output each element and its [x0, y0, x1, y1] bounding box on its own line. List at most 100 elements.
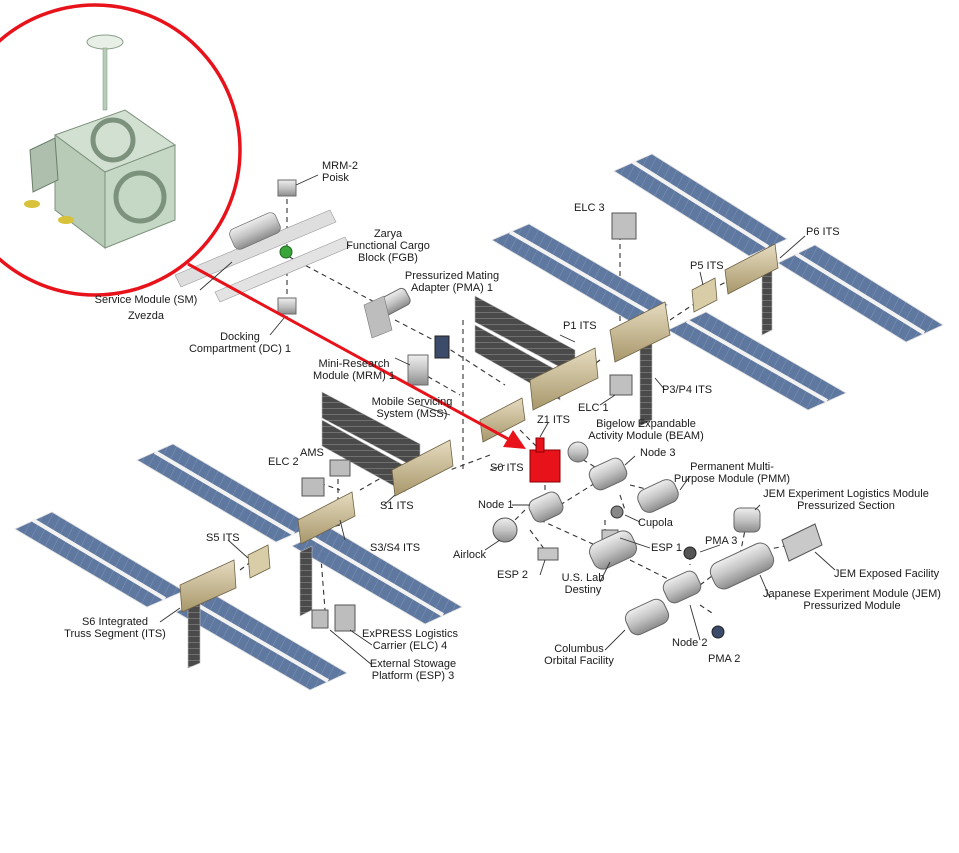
label-mrm1-line2: Module (MRM) 1: [313, 370, 395, 382]
label-cupola: Cupola: [638, 517, 673, 529]
label-p5-line1: P5 ITS: [690, 260, 724, 272]
label-s1: S1 ITS: [380, 500, 414, 512]
pma2-module: [711, 625, 725, 639]
label-columbus-line2: Orbital Facility: [544, 655, 614, 667]
label-sm-line1: Service Module (SM): [94, 294, 198, 306]
elc1-module: [609, 374, 633, 396]
label-mss: Mobile Servicing System (MSS): [372, 396, 453, 420]
columbus-module: [624, 598, 670, 636]
label-columbus-line1: Columbus: [554, 643, 604, 655]
label-esp2-line1: ESP 2: [497, 569, 528, 581]
label-uslab-line2: Destiny: [564, 584, 602, 596]
label-pma2: PMA 2: [708, 653, 740, 665]
label-s3s4: S3/S4 ITS: [370, 542, 420, 554]
label-dc1-line2: Compartment (DC) 1: [188, 343, 292, 355]
label-mrm2: MRM-2 Poisk: [322, 160, 358, 184]
label-node2: Node 2: [672, 637, 707, 649]
node3-module: [588, 457, 628, 491]
label-s5: S5 ITS: [206, 532, 240, 544]
label-node1-line1: Node 1: [478, 499, 514, 511]
label-jemels: JEM Experiment Logistics Module Pressuri…: [763, 488, 929, 512]
label-p5: P5 ITS: [690, 260, 724, 272]
label-jemef-line1: JEM Exposed Facility: [834, 568, 940, 580]
label-s6-line2: Truss Segment (ITS): [64, 628, 166, 640]
jem-els-module: [733, 507, 761, 533]
label-elc3-line1: ELC 3: [574, 202, 605, 214]
label-sm-line2: Zvezda: [127, 310, 165, 322]
label-z1-line1: Z1 ITS: [537, 414, 571, 426]
elc3-module: [611, 212, 637, 240]
cupola-module: [610, 505, 624, 519]
radiators: [187, 264, 773, 669]
label-elc4-line1: ExPRESS Logistics: [362, 628, 458, 640]
label-node3: Node 3: [640, 447, 675, 459]
label-elc3: ELC 3: [574, 202, 605, 214]
label-pma1: Pressurized Mating Adapter (PMA) 1: [405, 270, 499, 294]
label-pma2-line1: PMA 2: [708, 653, 741, 665]
label-esp2: ESP 2: [497, 569, 528, 581]
elc2-module: [301, 477, 325, 497]
label-mrm1-line1: Mini-Research: [318, 358, 390, 370]
label-ams: AMS: [300, 447, 324, 459]
label-zarya: Zarya Functional Cargo Block (FGB): [346, 228, 430, 264]
label-jemef: JEM Exposed Facility: [834, 568, 939, 580]
esp3-module: [311, 609, 329, 629]
label-s5-line1: S5 ITS: [206, 532, 240, 544]
label-elc2-line1: ELC 2: [268, 456, 299, 468]
label-mrm1: Mini-Research Module (MRM) 1: [313, 358, 395, 382]
label-pmm: Permanent Multi- Purpose Module (PMM): [674, 461, 790, 485]
label-esp1: ESP 1: [651, 542, 682, 554]
label-node2-line1: Node 2: [672, 637, 708, 649]
label-uslab-line1: U.S. Lab: [561, 572, 605, 584]
label-s0-line1: S0 ITS: [490, 462, 524, 474]
label-jempm-line1: Japanese Experiment Module (JEM): [763, 588, 941, 600]
label-zarya-line1: Zarya: [373, 228, 403, 240]
russian-segment: [174, 179, 450, 386]
label-s0: S0 ITS: [490, 462, 524, 474]
label-pma3: PMA 3: [705, 535, 737, 547]
label-esp3-line1: External Stowage: [369, 658, 457, 670]
label-beam-line1: Bigelow Expandable: [596, 418, 696, 430]
label-dc1-line1: Docking: [220, 331, 260, 343]
label-jempm-line2: Pressurized Module: [803, 600, 901, 612]
label-node3-line1: Node 3: [640, 447, 676, 459]
label-beam-line2: Activity Module (BEAM): [588, 430, 704, 442]
label-s6-line1: S6 Integrated: [81, 616, 149, 628]
airlock-module: [492, 517, 518, 543]
elc4-module: [334, 604, 356, 632]
label-p6: P6 ITS: [806, 226, 840, 238]
beam-module: [567, 441, 589, 463]
label-p1-line1: P1 ITS: [563, 320, 597, 332]
label-airlock: Airlock: [453, 549, 486, 561]
label-p3p4: P3/P4 ITS: [662, 384, 712, 396]
label-elc1: ELC 1: [578, 402, 609, 414]
ams-module: [329, 459, 351, 477]
label-mss-line2: System (MSS): [376, 408, 448, 420]
label-uslab: U.S. Lab Destiny: [562, 572, 605, 596]
label-pmm-line2: Purpose Module (PMM): [673, 473, 791, 485]
node2-module: [662, 570, 702, 604]
z1-its-highlight: [529, 437, 561, 483]
label-pmm-line1: Permanent Multi-: [690, 461, 774, 473]
pmm-module: [637, 479, 679, 513]
label-z1: Z1 ITS: [537, 414, 570, 426]
truss-segments: [179, 243, 779, 613]
label-cupola-line1: Cupola: [638, 517, 673, 529]
pma3-module: [683, 546, 697, 560]
label-jempm: Japanese Experiment Module (JEM) Pressur…: [763, 588, 941, 612]
label-zarya-line2: Functional Cargo: [346, 240, 430, 252]
us-lab-destiny: [589, 530, 637, 570]
label-mrm2-line1: MRM-2: [322, 160, 359, 172]
label-airlock-line1: Airlock: [453, 549, 487, 561]
label-beam: Bigelow Expandable Activity Module (BEAM…: [588, 418, 704, 442]
label-s1-line1: S1 ITS: [380, 500, 414, 512]
label-pma1-line2: Adapter (PMA) 1: [411, 282, 493, 294]
label-ams-line1: AMS: [300, 447, 324, 459]
label-pma1-line1: Pressurized Mating: [404, 270, 500, 282]
label-elc1-line1: ELC 1: [578, 402, 609, 414]
label-p3p4-line1: P3/P4 ITS: [662, 384, 713, 396]
label-elc2: ELC 2: [268, 456, 299, 468]
callout-arrow: [187, 262, 526, 449]
label-sm: Service Module (SM) Zvezda: [95, 294, 198, 322]
label-pma3-line1: PMA 3: [705, 535, 738, 547]
